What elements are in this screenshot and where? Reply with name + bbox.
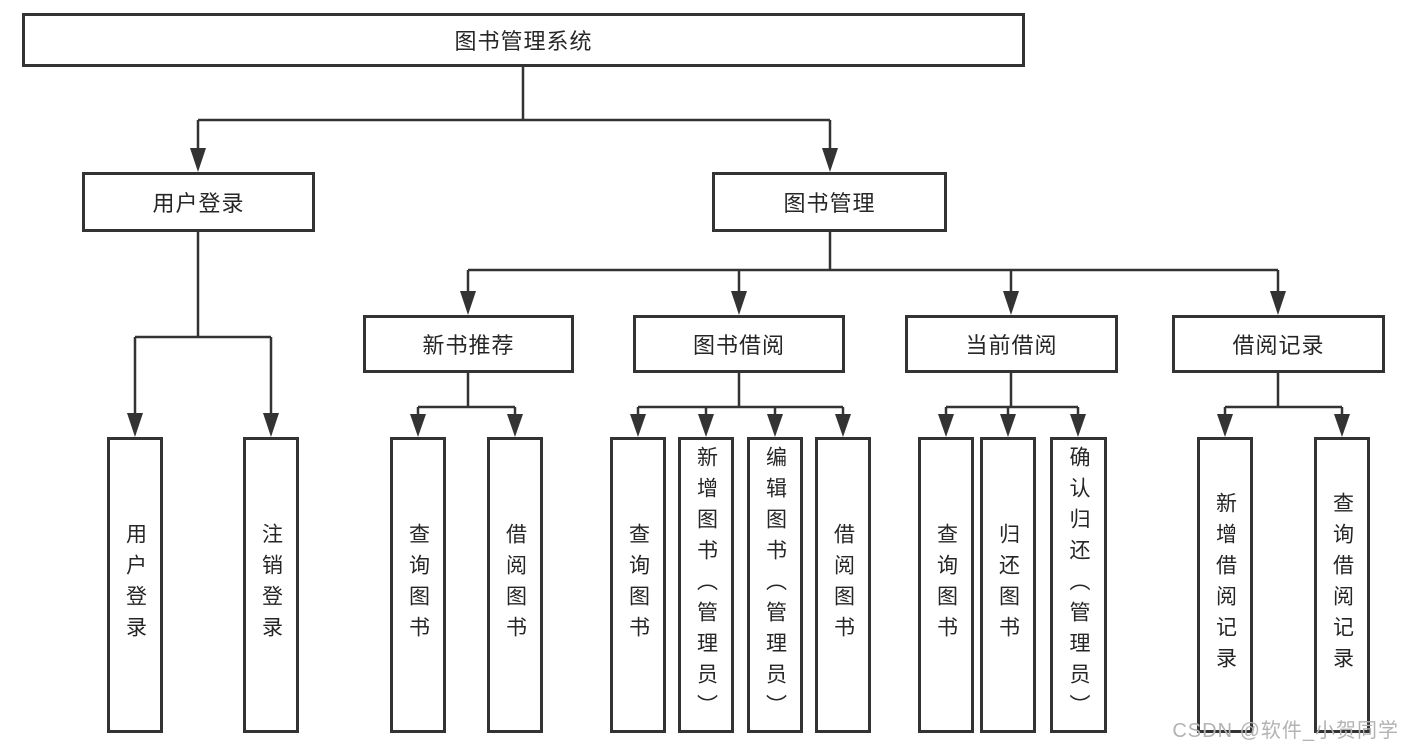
leaf-query-borrow-record: 查询借阅记录 — [1314, 437, 1370, 733]
node-new-book-recommend: 新书推荐 — [363, 315, 574, 373]
node-book-borrow: 图书借阅 — [633, 315, 845, 373]
leaf-edit-books-admin: 编辑图书（管理员） — [747, 437, 803, 733]
leaf-user-login: 用户登录 — [107, 437, 163, 733]
leaf-add-borrow-record: 新增借阅记录 — [1197, 437, 1253, 733]
leaf-borrow-books-label: 借阅图书 — [831, 523, 855, 647]
leaf-confirm-return-admin: 确认归还（管理员） — [1050, 437, 1107, 733]
node-user-login-label: 用户登录 — [152, 191, 245, 216]
node-current-borrow: 当前借阅 — [905, 315, 1118, 373]
node-borrow-records-label: 借阅记录 — [1232, 333, 1325, 358]
node-new-book-recommend-label: 新书推荐 — [422, 333, 515, 358]
leaf-user-login-label: 用户登录 — [123, 523, 147, 647]
leaf-query-books-recommend-label: 查询图书 — [406, 523, 430, 647]
leaf-query-borrow-record-label: 查询借阅记录 — [1330, 492, 1354, 678]
node-book-management-label: 图书管理 — [783, 191, 876, 216]
leaf-query-books-borrow: 查询图书 — [610, 437, 666, 733]
leaf-borrow-books-recommend: 借阅图书 — [487, 437, 543, 733]
leaf-add-books-admin: 新增图书（管理员） — [678, 437, 734, 733]
leaf-logout-label: 注销登录 — [259, 523, 283, 647]
node-book-borrow-label: 图书借阅 — [692, 333, 785, 358]
leaf-logout: 注销登录 — [243, 437, 299, 733]
node-book-management: 图书管理 — [712, 172, 947, 232]
node-library-system: 图书管理系统 — [22, 13, 1025, 67]
leaf-confirm-return-admin-label: 确认归还（管理员） — [1067, 445, 1090, 725]
csdn-watermark: CSDN @软件_小贺同学 — [1172, 720, 1399, 742]
leaf-add-books-admin-label: 新增图书（管理员） — [694, 445, 718, 725]
node-library-system-label: 图书管理系统 — [454, 29, 593, 54]
leaf-query-books-recommend: 查询图书 — [390, 437, 446, 733]
node-user-login: 用户登录 — [82, 172, 315, 232]
leaf-borrow-books: 借阅图书 — [815, 437, 871, 733]
leaf-edit-books-admin-label: 编辑图书（管理员） — [763, 445, 787, 725]
leaf-add-borrow-record-label: 新增借阅记录 — [1213, 492, 1237, 678]
node-current-borrow-label: 当前借阅 — [965, 333, 1058, 358]
leaf-return-books: 归还图书 — [980, 437, 1036, 733]
node-borrow-records: 借阅记录 — [1172, 315, 1385, 373]
leaf-return-books-label: 归还图书 — [996, 523, 1020, 647]
leaf-borrow-books-recommend-label: 借阅图书 — [503, 523, 527, 647]
leaf-query-books-current-label: 查询图书 — [934, 523, 958, 647]
leaf-query-books-current: 查询图书 — [918, 437, 974, 733]
leaf-query-books-borrow-label: 查询图书 — [626, 523, 650, 647]
